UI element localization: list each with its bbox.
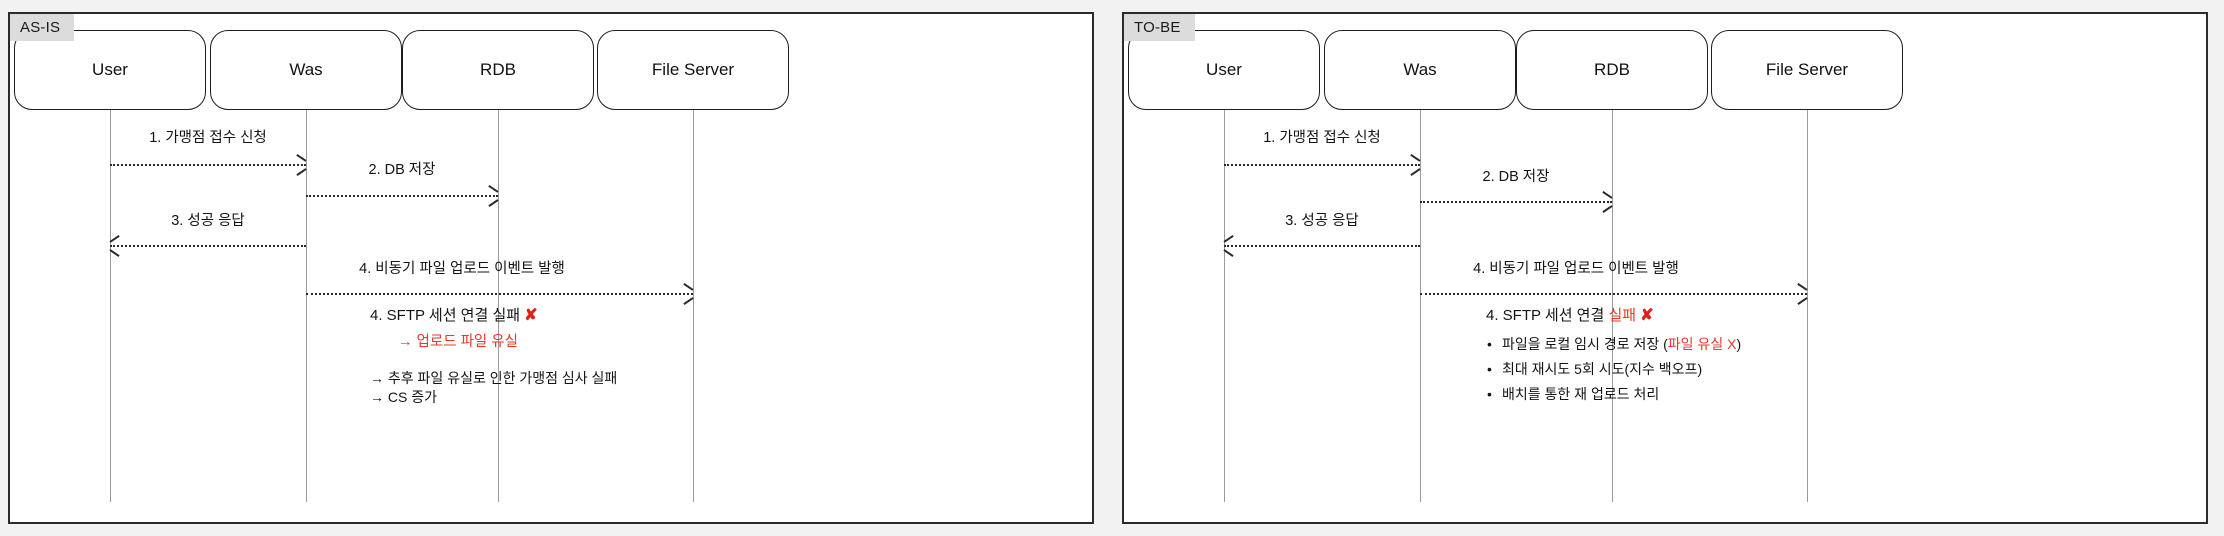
lifeline-rdb	[1612, 106, 1613, 502]
message-line-3	[110, 245, 306, 247]
lifeline-file-server	[693, 106, 694, 502]
message-line-2	[306, 195, 498, 197]
message-line-1	[110, 164, 306, 166]
stage-as-is: User Was RDB File Server 1. 가맹점 접수 신청 2.…	[10, 14, 1092, 522]
actor-user[interactable]: User	[14, 30, 206, 110]
lifeline-file-server	[1807, 106, 1808, 502]
note-title-accent: 실패	[1608, 307, 1637, 324]
note-title-as-is: 4. SFTP 세션 연결 실패 ✘	[370, 304, 617, 325]
note-to-be: 4. SFTP 세션 연결 실패 ✘ 파일을 로컬 임시 경로 저장 (파일 유…	[1486, 304, 1741, 407]
message-line-1	[1224, 164, 1420, 166]
message-label-3: 3. 성공 응답	[171, 213, 245, 229]
lifeline-was	[1420, 106, 1421, 502]
message-line-4	[1420, 293, 1807, 295]
arrowhead-left-icon-3	[110, 240, 121, 251]
lifeline-user	[110, 106, 111, 502]
actor-was[interactable]: Was	[210, 30, 402, 110]
actor-label-file-server: File Server	[651, 60, 735, 79]
arrowhead-right-icon-2	[487, 190, 498, 201]
actor-file-server[interactable]: File Server	[1711, 30, 1903, 110]
actor-rdb[interactable]: RDB	[1516, 30, 1708, 110]
actor-label-user: User	[1206, 60, 1242, 79]
message-label-3: 3. 성공 응답	[1285, 213, 1359, 229]
actor-label-user: User	[92, 60, 128, 79]
note-bullet-list: 파일을 로컬 임시 경로 저장 (파일 유실 X) 최대 재시도 5회 시도(지…	[1486, 332, 1741, 407]
bullet-text: 파일을 로컬 임시 경로 저장 (	[1502, 336, 1668, 352]
note-title-text: 4. SFTP 세션 연결	[1486, 307, 1609, 324]
message-label-2: 2. DB 저장	[368, 162, 436, 178]
message-label-2: 2. DB 저장	[1482, 169, 1550, 185]
actor-label-was: Was	[1403, 60, 1437, 79]
actor-label-rdb: RDB	[1594, 60, 1630, 79]
lifeline-rdb	[498, 106, 499, 502]
arrowhead-left-icon-3	[1224, 240, 1235, 251]
note-title-to-be: 4. SFTP 세션 연결 실패 ✘	[1486, 304, 1741, 325]
actor-user[interactable]: User	[1128, 30, 1320, 110]
panel-to-be: TO-BE User Was RDB File Server 1. 가맹점 접수…	[1122, 12, 2208, 524]
stage-to-be: User Was RDB File Server 1. 가맹점 접수 신청 2.…	[1124, 14, 2206, 522]
arrowhead-right-icon-4	[682, 288, 693, 299]
actor-rdb[interactable]: RDB	[402, 30, 594, 110]
message-line-4	[306, 293, 693, 295]
note-as-is: 4. SFTP 세션 연결 실패 ✘ → 업로드 파일 유실 → 추후 파일 유…	[370, 304, 617, 407]
list-item: 배치를 통한 재 업로드 처리	[1486, 382, 1741, 407]
x-mark-icon: ✘	[524, 307, 538, 324]
panel-tab-to-be: TO-BE	[1124, 14, 1195, 41]
x-mark-icon: ✘	[1640, 307, 1654, 324]
note-spacer	[370, 351, 617, 369]
list-item: 최대 재시도 5회 시도(지수 백오프)	[1486, 357, 1741, 382]
bullet-tail: )	[1736, 336, 1742, 352]
panel-tab-as-is: AS-IS	[10, 14, 75, 41]
message-label-4: 4. 비동기 파일 업로드 이벤트 발행	[359, 261, 565, 277]
actor-label-file-server: File Server	[1765, 60, 1849, 79]
actor-label-rdb: RDB	[480, 60, 516, 79]
bullet-accent: 파일 유실 X	[1667, 336, 1737, 352]
note-subtitle-as-is: → 업로드 파일 유실	[398, 334, 518, 350]
arrowhead-right-icon-1	[295, 159, 306, 170]
actor-was[interactable]: Was	[1324, 30, 1516, 110]
lifeline-user	[1224, 106, 1225, 502]
message-line-3	[1224, 245, 1420, 247]
list-item: 파일을 로컬 임시 경로 저장 (파일 유실 X)	[1486, 332, 1741, 357]
arrowhead-right-icon-4	[1796, 288, 1807, 299]
note-extra-line-1: → 추후 파일 유실로 인한 가맹점 심사 실패	[370, 370, 618, 386]
actor-file-server[interactable]: File Server	[597, 30, 789, 110]
note-title-text: 4. SFTP 세션 연결 실패	[370, 307, 521, 324]
bullet-text: 최대 재시도 5회 시도(지수 백오프)	[1502, 361, 1703, 377]
message-line-2	[1420, 201, 1612, 203]
message-label-4: 4. 비동기 파일 업로드 이벤트 발행	[1473, 261, 1679, 277]
panel-as-is: AS-IS User Was RDB File Server 1. 가맹점 접수…	[8, 12, 1094, 524]
bullet-text: 배치를 통한 재 업로드 처리	[1502, 386, 1660, 402]
message-label-1: 1. 가맹점 접수 신청	[149, 130, 267, 146]
note-extra-line-2: → CS 증가	[370, 389, 437, 405]
actor-label-was: Was	[289, 60, 323, 79]
arrowhead-right-icon-1	[1409, 159, 1420, 170]
message-label-1: 1. 가맹점 접수 신청	[1263, 130, 1381, 146]
arrowhead-right-icon-2	[1601, 196, 1612, 207]
lifeline-was	[306, 106, 307, 502]
